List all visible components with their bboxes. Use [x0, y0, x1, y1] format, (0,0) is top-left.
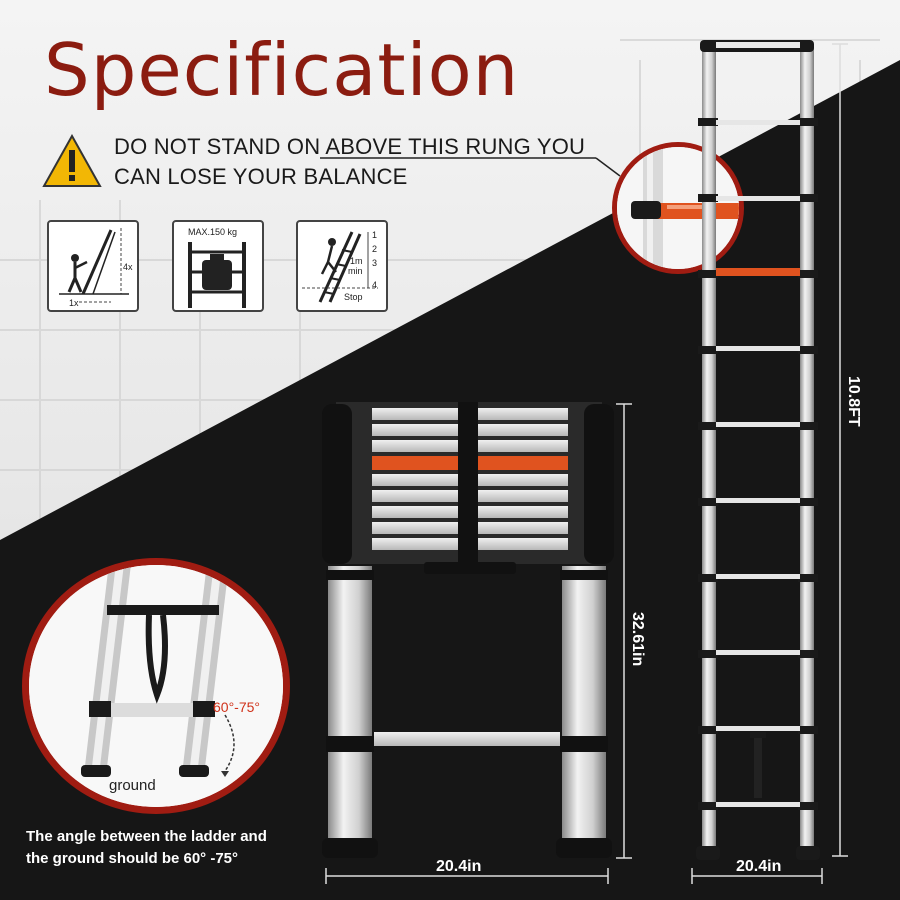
- stop-label: Stop: [344, 292, 363, 302]
- angle-caption: The angle between the ladder and the gro…: [26, 826, 267, 870]
- min-height-label-2: min: [348, 266, 363, 276]
- collapsed-width-label: 20.4in: [436, 858, 482, 875]
- extended-width-label: 20.4in: [736, 858, 782, 875]
- ground-label: ground: [109, 777, 156, 794]
- page-title: Specification: [44, 28, 520, 112]
- max-load-label: MAX.150 kg: [188, 227, 238, 237]
- warning-line-1: DO NOT STAND ON ABOVE THIS RUNG YOU: [114, 134, 586, 159]
- warning-line-2: CAN LOSE YOUR BALANCE: [114, 164, 408, 189]
- climb-step-2: 2: [372, 244, 378, 254]
- stop-rung-callout: [612, 142, 744, 274]
- climb-step-4: 4: [372, 280, 378, 290]
- max-load-icon: MAX.150 kg: [172, 220, 264, 312]
- angle-callout: 60°-75° ground: [22, 558, 290, 814]
- angle-ratio-icon: 4x 1x: [47, 220, 139, 312]
- height-ratio-label: 4x: [123, 262, 133, 272]
- min-height-label: 1m: [350, 256, 363, 266]
- climb-step-3: 3: [372, 258, 378, 268]
- caption-line-2: the ground should be 60° -75°: [26, 850, 239, 867]
- warning-text: DO NOT STAND ON ABOVE THIS RUNG YOU CAN …: [114, 132, 585, 192]
- caption-line-1: The angle between the ladder and: [26, 828, 267, 845]
- base-ratio-label: 1x: [69, 298, 79, 308]
- climb-check-icon: 1 2 3 4 1m min Stop: [296, 220, 388, 312]
- collapsed-height-label: 32.61in: [629, 612, 646, 667]
- warning-icon: [42, 134, 102, 187]
- extended-height-label: 10.8FT: [845, 376, 862, 427]
- climb-step-1: 1: [372, 230, 378, 240]
- angle-range-label: 60°-75°: [213, 699, 261, 715]
